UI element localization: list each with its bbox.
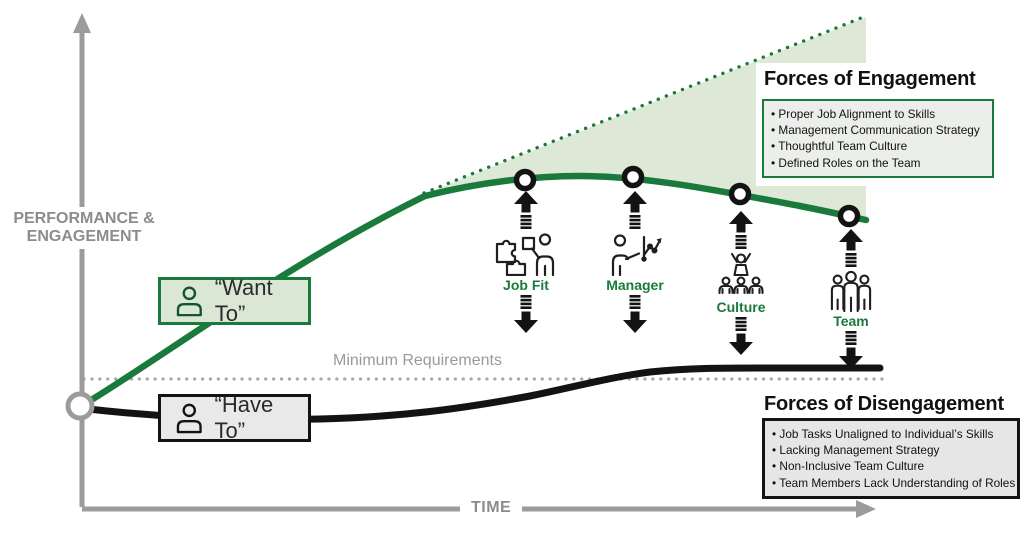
- down-arrow-icon: [839, 331, 863, 369]
- down-arrow-icon: [514, 295, 538, 333]
- have-to-box: “Have To”: [158, 392, 311, 443]
- up-arrow-icon: [729, 211, 753, 249]
- down-arrow-icon: [623, 295, 647, 333]
- force-column-job-fit: Job Fit: [478, 191, 574, 333]
- y-axis-label: PERFORMANCE & ENGAGEMENT: [2, 207, 166, 249]
- person-icon: [176, 286, 202, 316]
- x-axis-label: TIME: [460, 499, 523, 517]
- culture-point-marker: [728, 182, 752, 206]
- disengagement-item: Job Tasks Unaligned to Individual’s Skil…: [772, 426, 1010, 442]
- engagement-item: Thoughtful Team Culture: [771, 138, 985, 154]
- force-label-manager: Manager: [606, 277, 664, 293]
- disengagement-items-list: Job Tasks Unaligned to Individual’s Skil…: [772, 426, 1015, 491]
- job-fit-icon: [495, 233, 555, 276]
- force-label-culture: Culture: [716, 299, 766, 315]
- have-to-label: “Have To”: [214, 392, 274, 443]
- y-axis-label-line2: ENGAGEMENT: [26, 228, 142, 245]
- engagement-panel-title: Forces of Engagement: [764, 68, 976, 90]
- y-axis-label-line1: PERFORMANCE &: [13, 210, 155, 227]
- force-label-job-fit: Job Fit: [503, 277, 549, 293]
- up-arrow-icon: [623, 191, 647, 229]
- potential-projection-dotted-line: [422, 14, 868, 195]
- engagement-item: Proper Job Alignment to Skills: [771, 106, 985, 122]
- team-point-marker: [837, 204, 861, 228]
- manager-chart-icon: [611, 234, 662, 276]
- force-column-culture: Culture: [693, 211, 789, 355]
- culture-leader-icon: [718, 252, 764, 295]
- x-axis-arrowhead-icon: [856, 500, 876, 518]
- force-column-team: Team: [803, 229, 899, 369]
- engagement-item: Management Communication Strategy: [771, 122, 985, 138]
- want-to-label: “Want To”: [214, 275, 273, 326]
- job-fit-point-marker: [513, 168, 537, 192]
- origin-marker: [65, 391, 95, 421]
- force-column-manager: Manager: [587, 191, 683, 333]
- person-icon: [176, 403, 202, 433]
- engagement-item: Defined Roles on the Team: [771, 155, 985, 171]
- down-arrow-icon: [729, 317, 753, 355]
- engagement-items-list: Proper Job Alignment to Skills Managemen…: [771, 106, 985, 171]
- manager-point-marker: [621, 165, 645, 189]
- up-arrow-icon: [514, 191, 538, 229]
- team-group-icon: [830, 270, 872, 312]
- y-axis-arrowhead-icon: [73, 13, 91, 33]
- engagement-panel-box: Proper Job Alignment to Skills Managemen…: [762, 99, 994, 178]
- force-label-team: Team: [833, 313, 869, 329]
- disengagement-panel-box: Job Tasks Unaligned to Individual’s Skil…: [762, 418, 1020, 499]
- engagement-gap-shading: [424, 17, 866, 219]
- want-to-box: “Want To”: [158, 275, 311, 326]
- disengagement-item: Lacking Management Strategy: [772, 442, 1010, 458]
- disengagement-panel-title: Forces of Disengagement: [764, 393, 1004, 415]
- disengagement-item: Non-Inclusive Team Culture: [772, 458, 1010, 474]
- disengagement-item: Team Members Lack Understanding of Roles: [772, 475, 1015, 491]
- minimum-requirements-label: Minimum Requirements: [333, 352, 502, 369]
- up-arrow-icon: [839, 229, 863, 267]
